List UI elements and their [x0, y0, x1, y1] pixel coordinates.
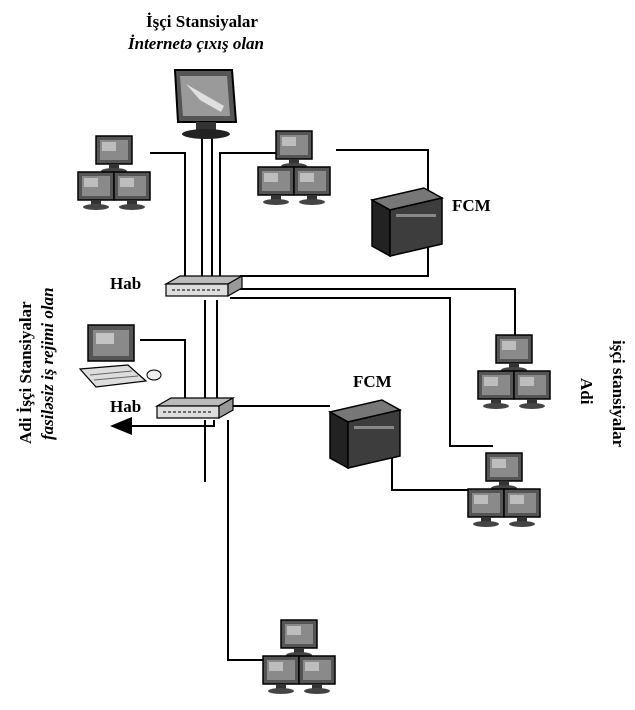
ups-label-2: FCM	[353, 372, 392, 392]
hub-icon-2	[157, 398, 233, 418]
hub-label-1: Hab	[110, 274, 141, 294]
workstation-cluster-right	[478, 335, 550, 409]
ups-icon-1	[372, 188, 442, 256]
internet-workstation-icon	[175, 70, 236, 139]
hub-label-2: Hab	[110, 397, 141, 417]
workstation-cluster-bottom	[263, 620, 335, 694]
left-label-subtitle: fasiləsiz iş rejimi olan	[38, 287, 58, 440]
top-label-title: İşçi Stansiyalar	[146, 12, 258, 32]
right-label-title: Adi	[576, 378, 596, 404]
uninterrupted-workstation-icon	[80, 325, 161, 387]
left-label-title: Adi İşçi Stansiyalar	[16, 301, 36, 444]
workstation-cluster-top-right	[258, 131, 330, 205]
workstation-cluster-right-lower	[468, 453, 540, 527]
arrow-icon	[110, 417, 132, 435]
ups-label-1: FCM	[452, 196, 491, 216]
top-label-subtitle: İnternetə çıxış olan	[128, 34, 264, 54]
right-label-subtitle: işçi stansiyalar	[608, 340, 628, 447]
ups-icon-2	[330, 400, 400, 468]
workstation-cluster-top-left	[78, 136, 150, 210]
hub-icon-1	[166, 276, 242, 296]
